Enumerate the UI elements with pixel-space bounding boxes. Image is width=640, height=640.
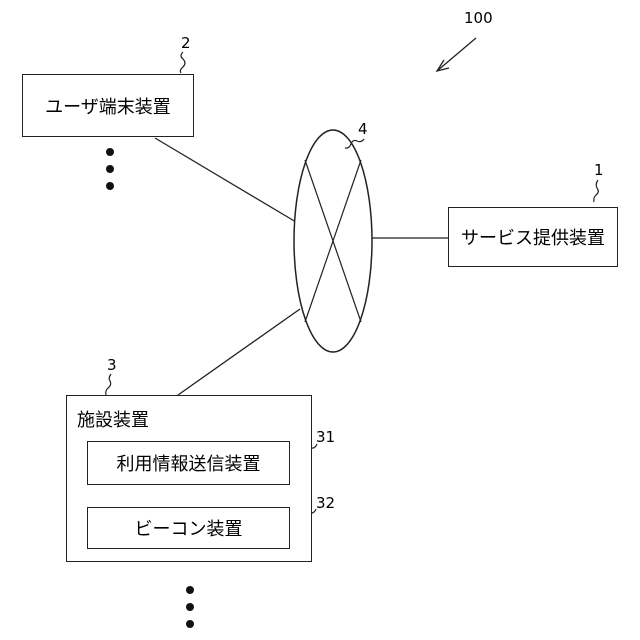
usage-info-ref: 31 — [316, 428, 335, 446]
link-user-network — [155, 138, 296, 222]
beacon-box: ビーコン装置 — [87, 507, 290, 549]
leader-3 — [106, 374, 111, 395]
continuation-dot — [186, 586, 194, 594]
continuation-dot — [106, 148, 114, 156]
continuation-dot — [186, 620, 194, 628]
system-ref: 100 — [464, 9, 493, 27]
usage-info-label: 利用情報送信装置 — [117, 450, 261, 476]
leader-2 — [180, 52, 185, 73]
usage-info-box: 利用情報送信装置 — [87, 441, 290, 485]
user-terminal-ref: 2 — [181, 34, 191, 52]
continuation-dot — [186, 603, 194, 611]
continuation-dot — [106, 165, 114, 173]
beacon-label: ビーコン装置 — [135, 515, 243, 541]
beacon-ref: 32 — [316, 494, 335, 512]
link-facility-network — [178, 309, 300, 395]
system-arrow — [437, 38, 476, 71]
network-ref: 4 — [358, 120, 368, 138]
facility-label: 施設装置 — [77, 406, 149, 432]
leader-1 — [594, 180, 599, 202]
user-terminal-box: ユーザ端末装置 — [22, 74, 194, 137]
service-provider-label: サービス提供装置 — [461, 224, 605, 250]
facility-ref: 3 — [107, 356, 117, 374]
continuation-dot — [106, 182, 114, 190]
service-provider-box: サービス提供装置 — [448, 207, 618, 267]
service-provider-ref: 1 — [594, 161, 604, 179]
user-terminal-label: ユーザ端末装置 — [45, 93, 171, 119]
